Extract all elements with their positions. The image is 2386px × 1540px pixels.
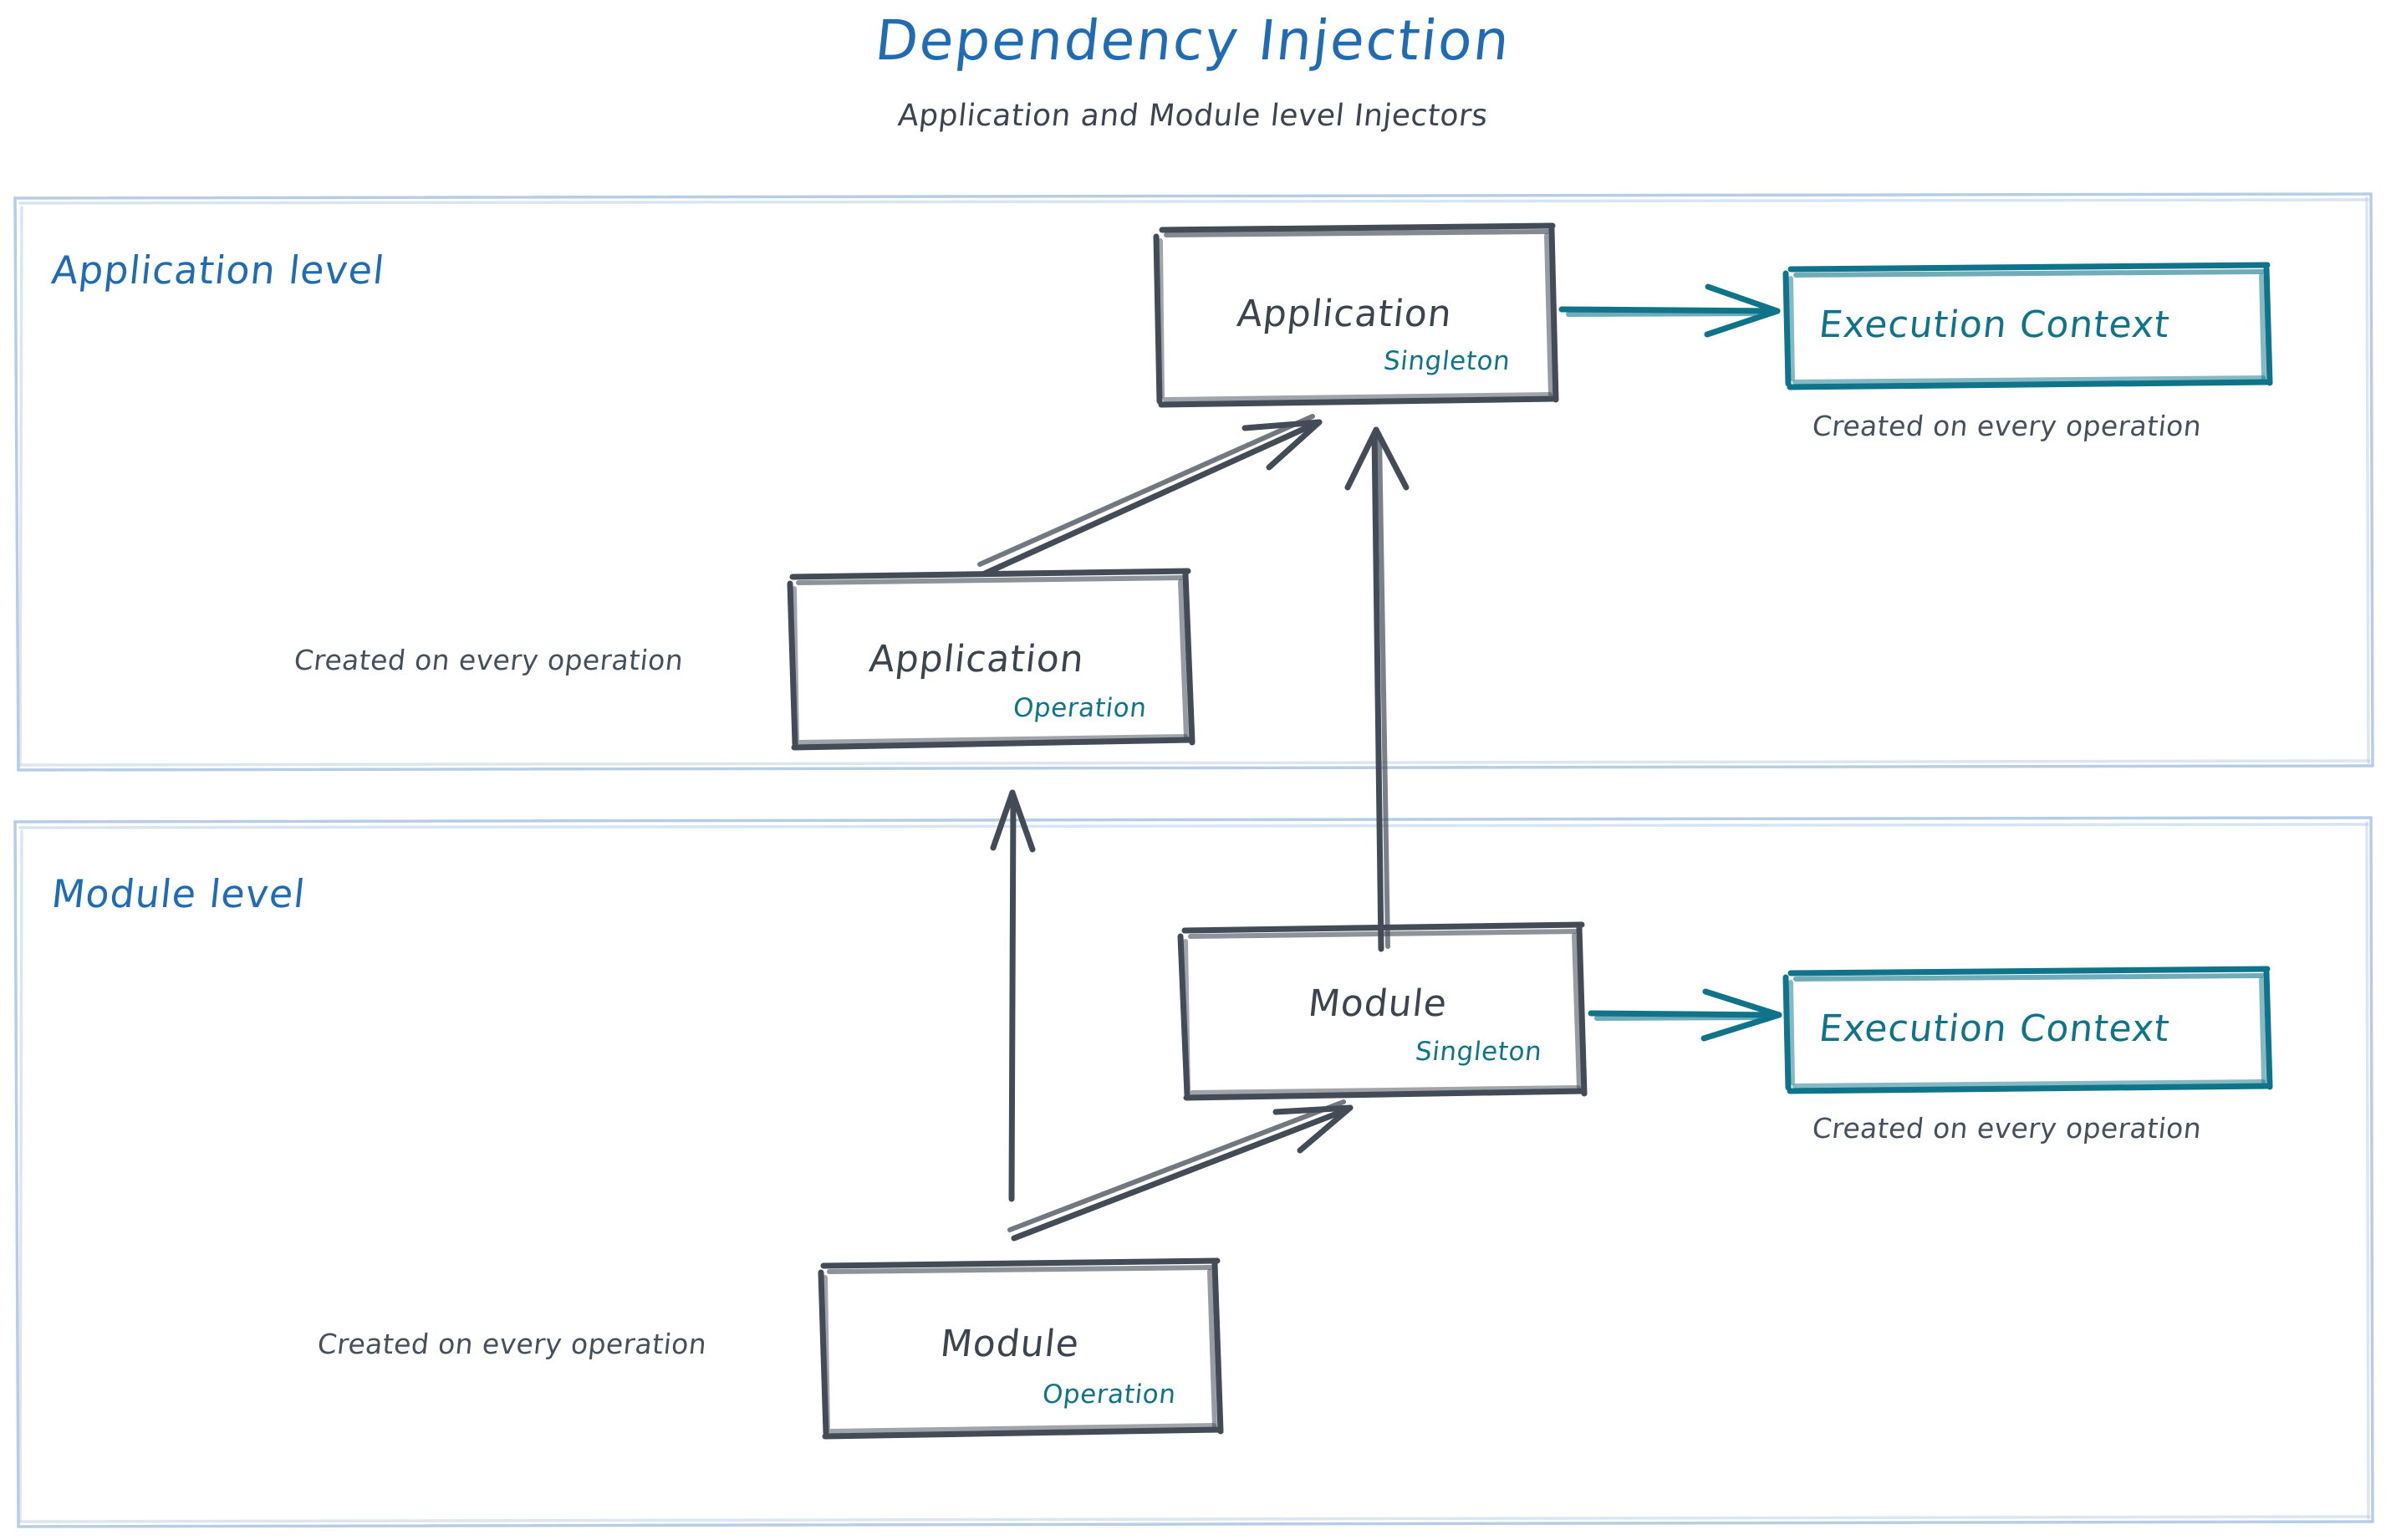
node-module-singleton-scope: Singleton <box>1414 1037 1544 1067</box>
panel-module-level-frame <box>13 816 2374 1528</box>
page-subtitle: Application and Module level Injectors <box>896 99 1490 133</box>
caption-module-operation: Created on every operation <box>315 1328 709 1360</box>
node-application-operation-scope: Operation <box>1012 693 1149 723</box>
caption-application-operation: Created on every operation <box>292 644 686 676</box>
node-module-operation-title: Module <box>938 1323 1082 1365</box>
edge-app-singleton-to-execution-context <box>1558 283 1781 338</box>
node-application-singleton-title: Application <box>1235 293 1455 335</box>
edge-module-singleton-to-app-singleton <box>1344 426 1410 952</box>
edge-module-singleton-to-execution-context <box>1588 988 1782 1042</box>
node-application-singleton-scope: Singleton <box>1382 346 1512 376</box>
panel-label-module-level: Module level <box>49 871 308 916</box>
node-module-operation-scope: Operation <box>1041 1379 1178 1410</box>
caption-execution-context-module: Created on every operation <box>1810 1112 2204 1145</box>
edge-app-operation-to-app-singleton <box>977 414 1323 577</box>
edge-module-operation-to-app-operation <box>990 789 1036 1202</box>
caption-execution-context-application: Created on every operation <box>1810 410 2204 442</box>
node-execution-context-module-title: Execution Context <box>1817 1007 2172 1050</box>
node-module-singleton-title: Module <box>1306 982 1450 1025</box>
node-application-operation-title: Application <box>867 638 1087 681</box>
page-title: Dependency Injection <box>872 8 1514 73</box>
node-execution-context-application-title: Execution Context <box>1817 303 2172 346</box>
edge-module-operation-to-module-singleton <box>1007 1099 1354 1242</box>
panel-label-application-level: Application level <box>49 247 387 293</box>
